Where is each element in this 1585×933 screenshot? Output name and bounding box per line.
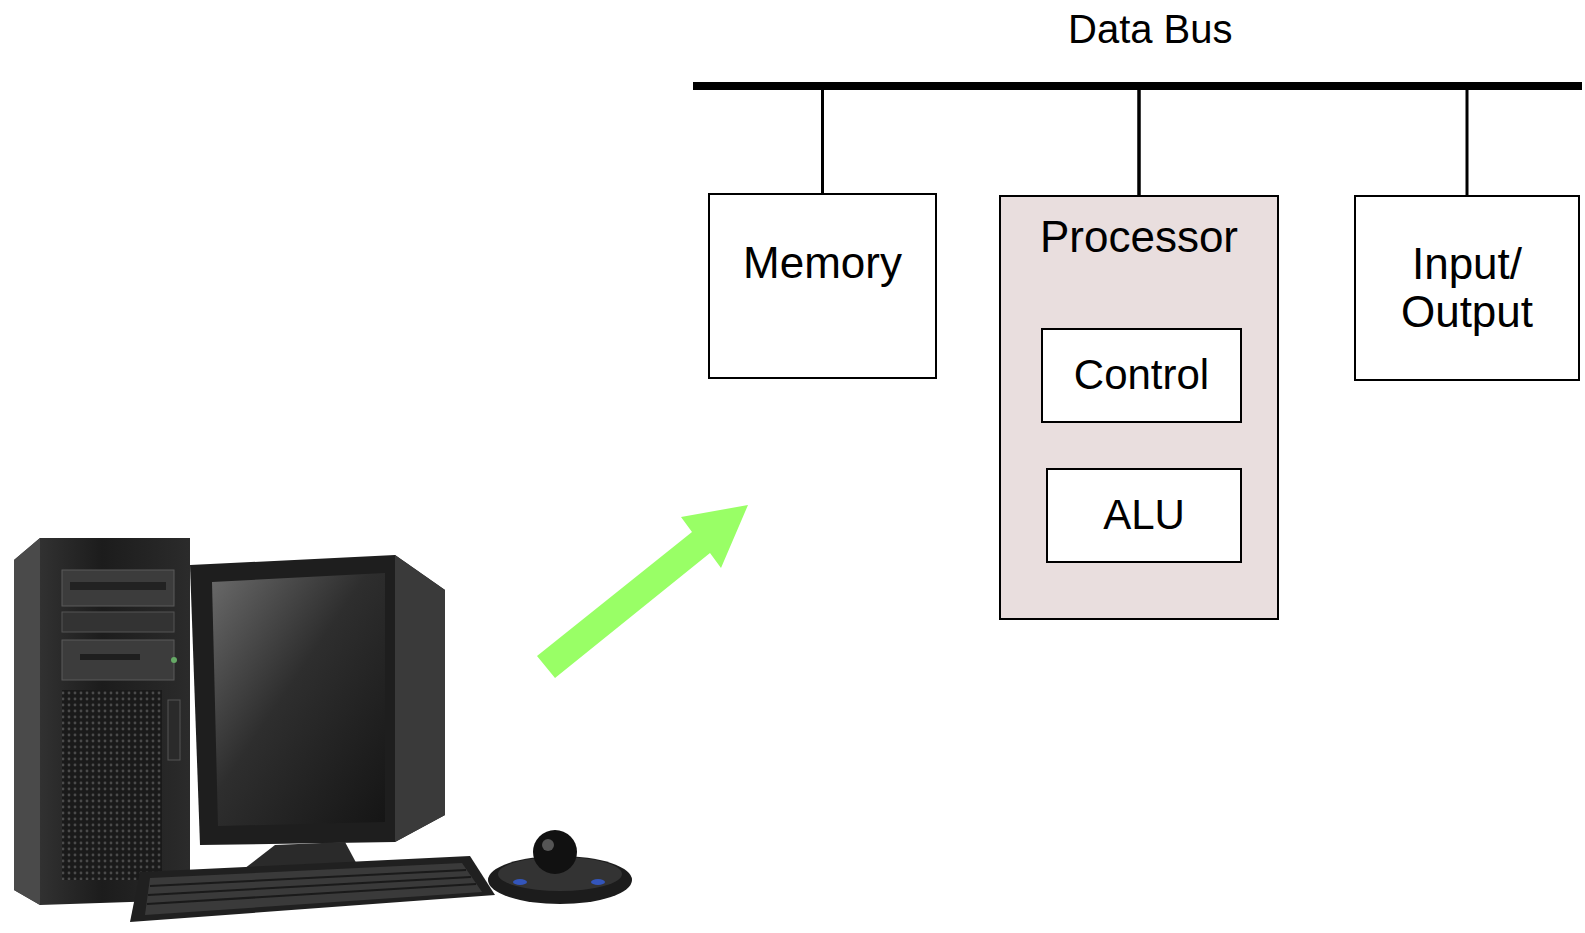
drive-slot — [70, 582, 166, 590]
bus-label: Data Bus — [1068, 6, 1233, 52]
tower-grille — [62, 690, 162, 880]
keyboard-keys — [145, 863, 482, 915]
node-text: Memory — [743, 239, 902, 287]
keyboard-rows — [147, 870, 476, 904]
node-text: Processor — [1040, 213, 1238, 261]
drive-bay — [62, 612, 174, 632]
control-box: Control — [1041, 328, 1242, 423]
trackball-shine — [542, 839, 554, 851]
tower-case — [14, 538, 190, 905]
front-ports — [168, 700, 180, 760]
trackball-button — [513, 879, 527, 885]
tower-side — [14, 538, 40, 905]
node-text: Control — [1074, 352, 1209, 398]
computer-illustration — [14, 538, 632, 922]
processor-box: ProcessorControlALU — [999, 195, 1279, 620]
drive-slot — [80, 654, 140, 660]
io-box: Input/ Output — [1354, 195, 1580, 381]
bus-connector — [823, 86, 1140, 195]
keyboard — [130, 856, 495, 922]
drive-bay — [62, 570, 174, 606]
monitor-side — [395, 555, 445, 842]
zoom-arrow — [537, 505, 748, 678]
bus-connector — [1139, 86, 1467, 195]
trackball-button — [591, 879, 605, 885]
memory-box: Memory — [708, 193, 937, 379]
monitor-screen — [212, 573, 385, 826]
node-text: ALU — [1103, 492, 1185, 538]
trackball-ball — [533, 830, 577, 874]
node-text: Input/ Output — [1364, 240, 1570, 337]
power-led — [171, 657, 177, 663]
alu-box: ALU — [1046, 468, 1242, 563]
monitor-bezel — [190, 555, 445, 845]
drive-bay — [62, 640, 174, 680]
